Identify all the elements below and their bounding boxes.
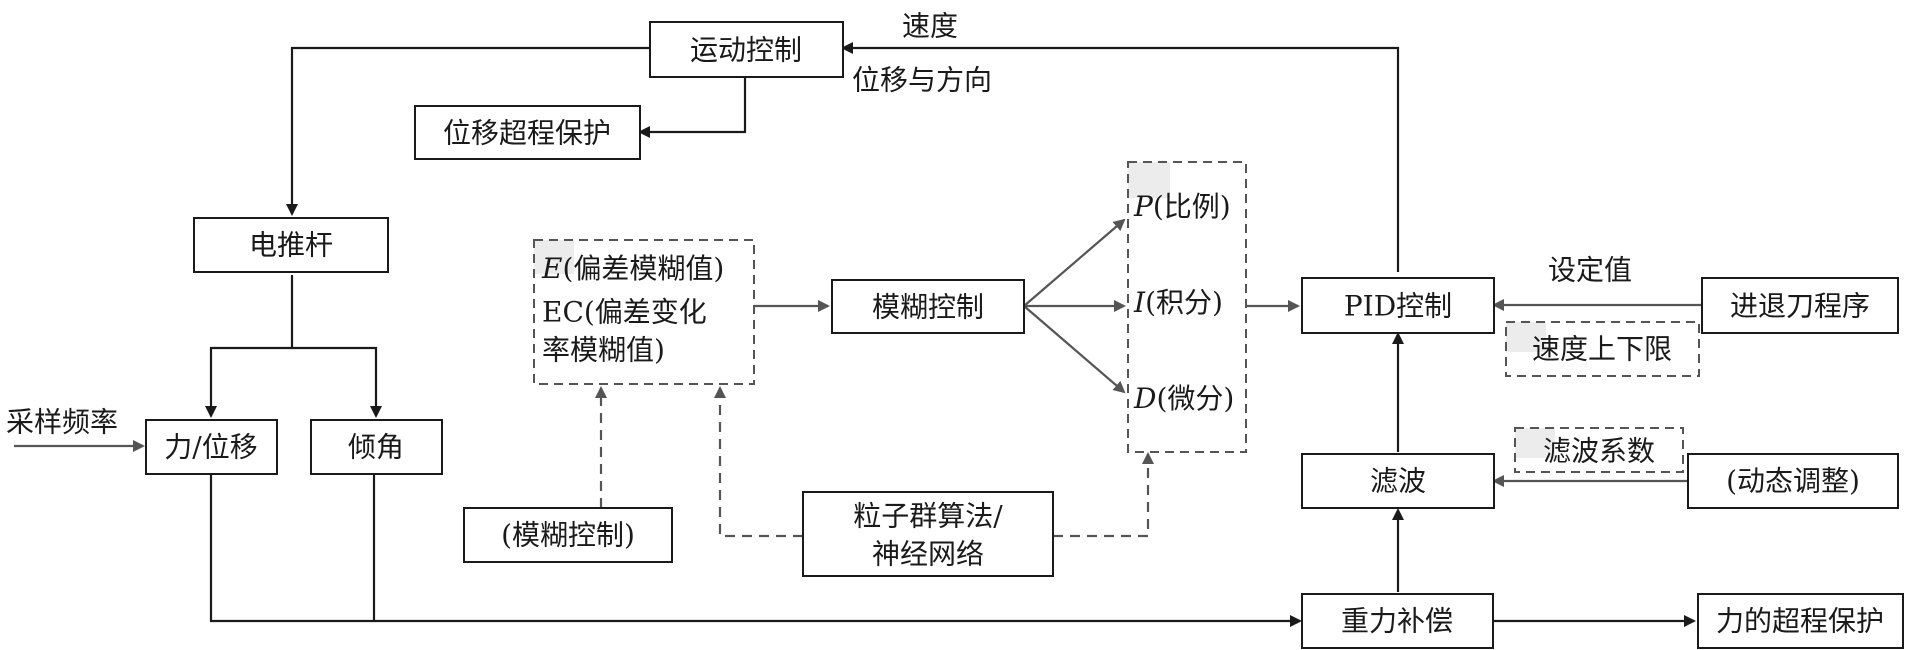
node-fuzzy-control-paren: (模糊控制) (463, 507, 673, 563)
edge-actuator-split (205, 275, 294, 418)
node-speed-limits-label: 速度上下限 (1532, 333, 1672, 366)
pid-param-i-symbol: I (1133, 286, 1146, 319)
node-speed-limits: 速度上下限 (1505, 321, 1700, 377)
node-displacement-protection-label: 位移超程保护 (443, 117, 611, 150)
node-pso-nn: 粒子群算法/ 神经网络 (802, 491, 1054, 577)
pid-param-p-text: (比例) (1153, 190, 1231, 223)
label-sampling-freq: 采样频率 (6, 406, 118, 439)
edge-pid-to-motion (841, 42, 1400, 272)
node-gravity-comp: 重力补偿 (1301, 593, 1494, 649)
node-force-protection: 力的超程保护 (1697, 593, 1904, 649)
node-filter-label: 滤波 (1370, 465, 1426, 498)
node-pid-control: PID控制 (1301, 277, 1495, 334)
pid-param-d-symbol: D (1133, 382, 1156, 415)
edge-pso-to-inputs (714, 386, 803, 538)
node-force-displacement: 力/位移 (145, 419, 278, 475)
svg-text:I(积分): I(积分) (1133, 286, 1223, 319)
node-force-displacement-label: 力/位移 (164, 431, 257, 464)
label-speed: 速度 (902, 10, 958, 43)
node-tilt-angle: 倾角 (310, 419, 443, 475)
pid-param-p-symbol: P (1133, 190, 1154, 223)
node-pso-nn-line2: 神经网络 (872, 538, 984, 571)
fuzzy-input-ec-text: EC(偏差变化 (542, 296, 707, 329)
pid-param-d-text: (微分) (1156, 382, 1234, 415)
node-filter: 滤波 (1301, 453, 1495, 509)
node-fuzzy-control-paren-label: (模糊控制) (501, 519, 635, 552)
edge-motion-to-protection (638, 66, 747, 138)
node-displacement-protection: 位移超程保护 (414, 105, 641, 160)
node-tilt-angle-label: 倾角 (348, 431, 404, 464)
node-dynamic-adjust-label: (动态调整) (1726, 465, 1860, 498)
fuzzy-input-e-text: (偏差模糊值) (562, 252, 724, 285)
node-motion-control: 运动控制 (649, 21, 844, 78)
node-filter-coeff-label: 滤波系数 (1543, 435, 1655, 468)
node-fuzzy-control-label: 模糊控制 (872, 291, 984, 324)
label-displacement-direction: 位移与方向 (852, 64, 992, 97)
edge-motion-to-actuator (286, 46, 650, 216)
node-feed-program-label: 进退刀程序 (1730, 290, 1870, 323)
edge-sensors-to-gravity (209, 474, 1302, 627)
node-motion-control-label: 运动控制 (690, 34, 802, 67)
node-electric-actuator-label: 电推杆 (249, 229, 333, 262)
svg-text:D(微分): D(微分) (1133, 382, 1234, 415)
edge-fuzzy-to-d (1023, 305, 1126, 394)
node-pso-nn-line1: 粒子群算法/ (853, 500, 1003, 533)
node-fuzzy-inputs: E(偏差模糊值) EC(偏差变化 率模糊值) (533, 239, 755, 385)
fuzzy-input-ec-text2: 率模糊值) (542, 334, 665, 367)
label-set-value: 设定值 (1548, 254, 1632, 287)
edge-pso-to-params (1053, 452, 1154, 538)
node-pid-params: P(比例) I(积分) D(微分) (1127, 161, 1247, 453)
node-fuzzy-control: 模糊控制 (831, 279, 1025, 334)
svg-text:E(偏差模糊值): E(偏差模糊值) (541, 252, 724, 285)
node-dynamic-adjust: (动态调整) (1687, 453, 1899, 509)
node-electric-actuator: 电推杆 (193, 217, 389, 273)
pid-param-i-text: (积分) (1145, 286, 1223, 319)
node-pid-control-label: PID控制 (1344, 290, 1452, 323)
node-force-protection-label: 力的超程保护 (1716, 605, 1884, 638)
node-feed-program: 进退刀程序 (1701, 277, 1899, 334)
fuzzy-input-e-symbol: E (541, 252, 562, 285)
node-filter-coeff: 滤波系数 (1514, 427, 1684, 473)
edge-actuator-to-tilt (292, 346, 382, 418)
svg-text:P(比例): P(比例) (1133, 190, 1231, 223)
node-gravity-comp-label: 重力补偿 (1341, 605, 1453, 638)
edge-fuzzy-to-p (1023, 218, 1126, 307)
